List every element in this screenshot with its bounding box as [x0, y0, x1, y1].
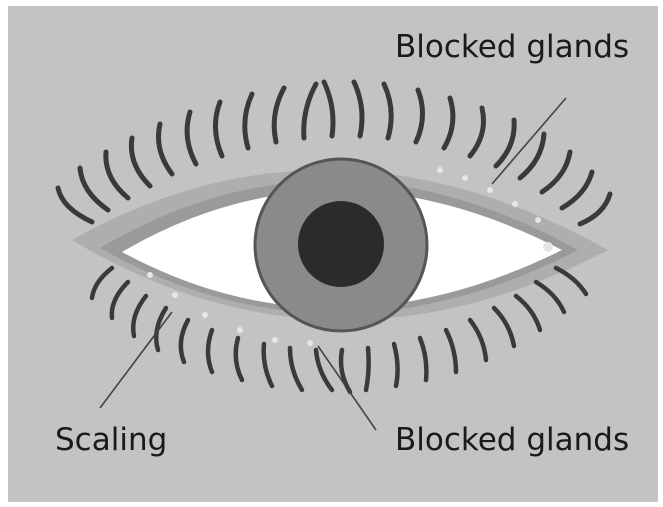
leader-line-scaling — [100, 312, 172, 408]
label-blocked-glands-upper: Blocked glands — [395, 32, 629, 63]
label-blocked-glands-lower: Blocked glands — [395, 425, 629, 456]
label-scaling: Scaling — [55, 425, 167, 456]
pupil — [298, 201, 384, 287]
